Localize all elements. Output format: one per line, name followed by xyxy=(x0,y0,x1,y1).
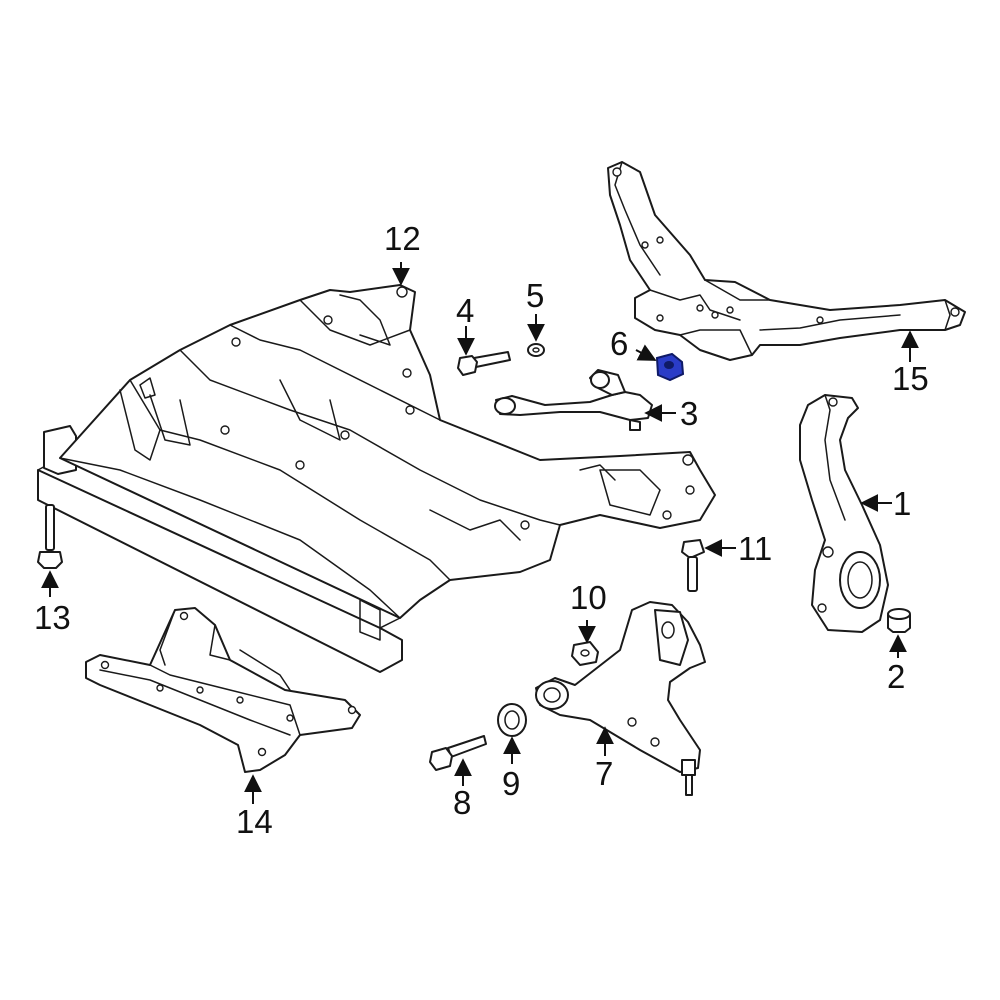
callout-1: 1 xyxy=(893,485,911,522)
callout-15: 15 xyxy=(892,360,929,397)
callout-14: 14 xyxy=(236,803,273,840)
bushing-part-2[interactable] xyxy=(887,608,911,633)
callout-12: 12 xyxy=(384,220,421,257)
crossmember-part-12[interactable] xyxy=(37,284,716,673)
callout-11: 11 xyxy=(738,530,772,567)
bushing-part-9[interactable] xyxy=(497,703,527,737)
knuckle-part-1[interactable] xyxy=(799,394,889,633)
nut-part-6-highlighted[interactable] xyxy=(655,352,685,382)
callout-5: 5 xyxy=(526,277,544,314)
upper-control-arm-part-3[interactable] xyxy=(494,369,653,431)
callout-3: 3 xyxy=(680,395,698,432)
bolt-part-8[interactable] xyxy=(429,735,487,771)
callout-numbers: 1 2 3 4 5 6 7 8 9 10 11 12 13 14 15 xyxy=(34,220,929,840)
washer-part-5[interactable] xyxy=(527,343,545,357)
mount-bracket-part-15[interactable] xyxy=(607,161,966,361)
leader-lines xyxy=(41,262,919,804)
bolt-part-13[interactable] xyxy=(37,504,63,569)
brace-plate-part-14[interactable] xyxy=(85,607,361,773)
callout-10: 10 xyxy=(570,579,607,616)
bolt-part-11[interactable] xyxy=(681,539,705,592)
callout-2: 2 xyxy=(887,658,905,695)
callout-4: 4 xyxy=(456,292,474,329)
callout-9: 9 xyxy=(502,765,520,802)
lower-control-arm-part-7[interactable] xyxy=(535,601,706,796)
callout-7: 7 xyxy=(595,755,613,792)
nut-part-10[interactable] xyxy=(571,641,599,666)
callout-13: 13 xyxy=(34,599,71,636)
callout-6: 6 xyxy=(610,325,628,362)
callout-8: 8 xyxy=(453,784,471,821)
bolt-part-4[interactable] xyxy=(457,351,511,376)
